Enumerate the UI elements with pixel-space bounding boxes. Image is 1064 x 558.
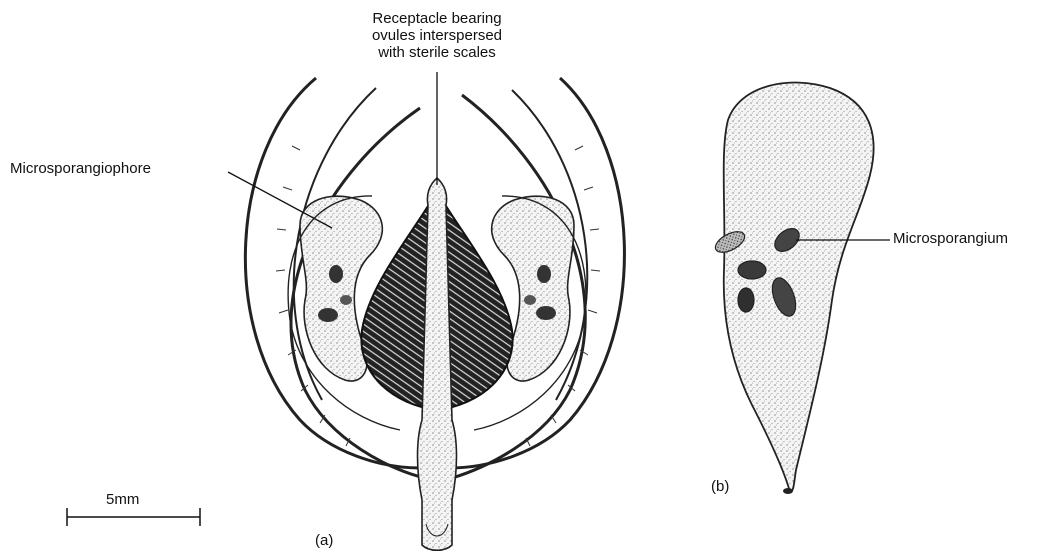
panel-a-label: (a)	[315, 532, 333, 549]
panel-b-label: (b)	[711, 478, 729, 495]
panel-b-microsporangiophore	[712, 83, 873, 494]
receptacle-label-line-1: Receptacle bearing	[370, 10, 504, 27]
microsporangiophore-label: Microsporangiophore	[10, 160, 151, 177]
receptacle-label-line-3: with sterile scales	[370, 44, 504, 61]
scale-bar	[67, 508, 200, 526]
scale-bar-label: 5mm	[106, 491, 139, 508]
receptacle	[361, 178, 512, 550]
receptacle-label: Receptacle bearing ovules interspersed w…	[370, 10, 504, 61]
receptacle-label-line-2: ovules interspersed	[370, 27, 504, 44]
microsporangium-label: Microsporangium	[893, 230, 1008, 247]
